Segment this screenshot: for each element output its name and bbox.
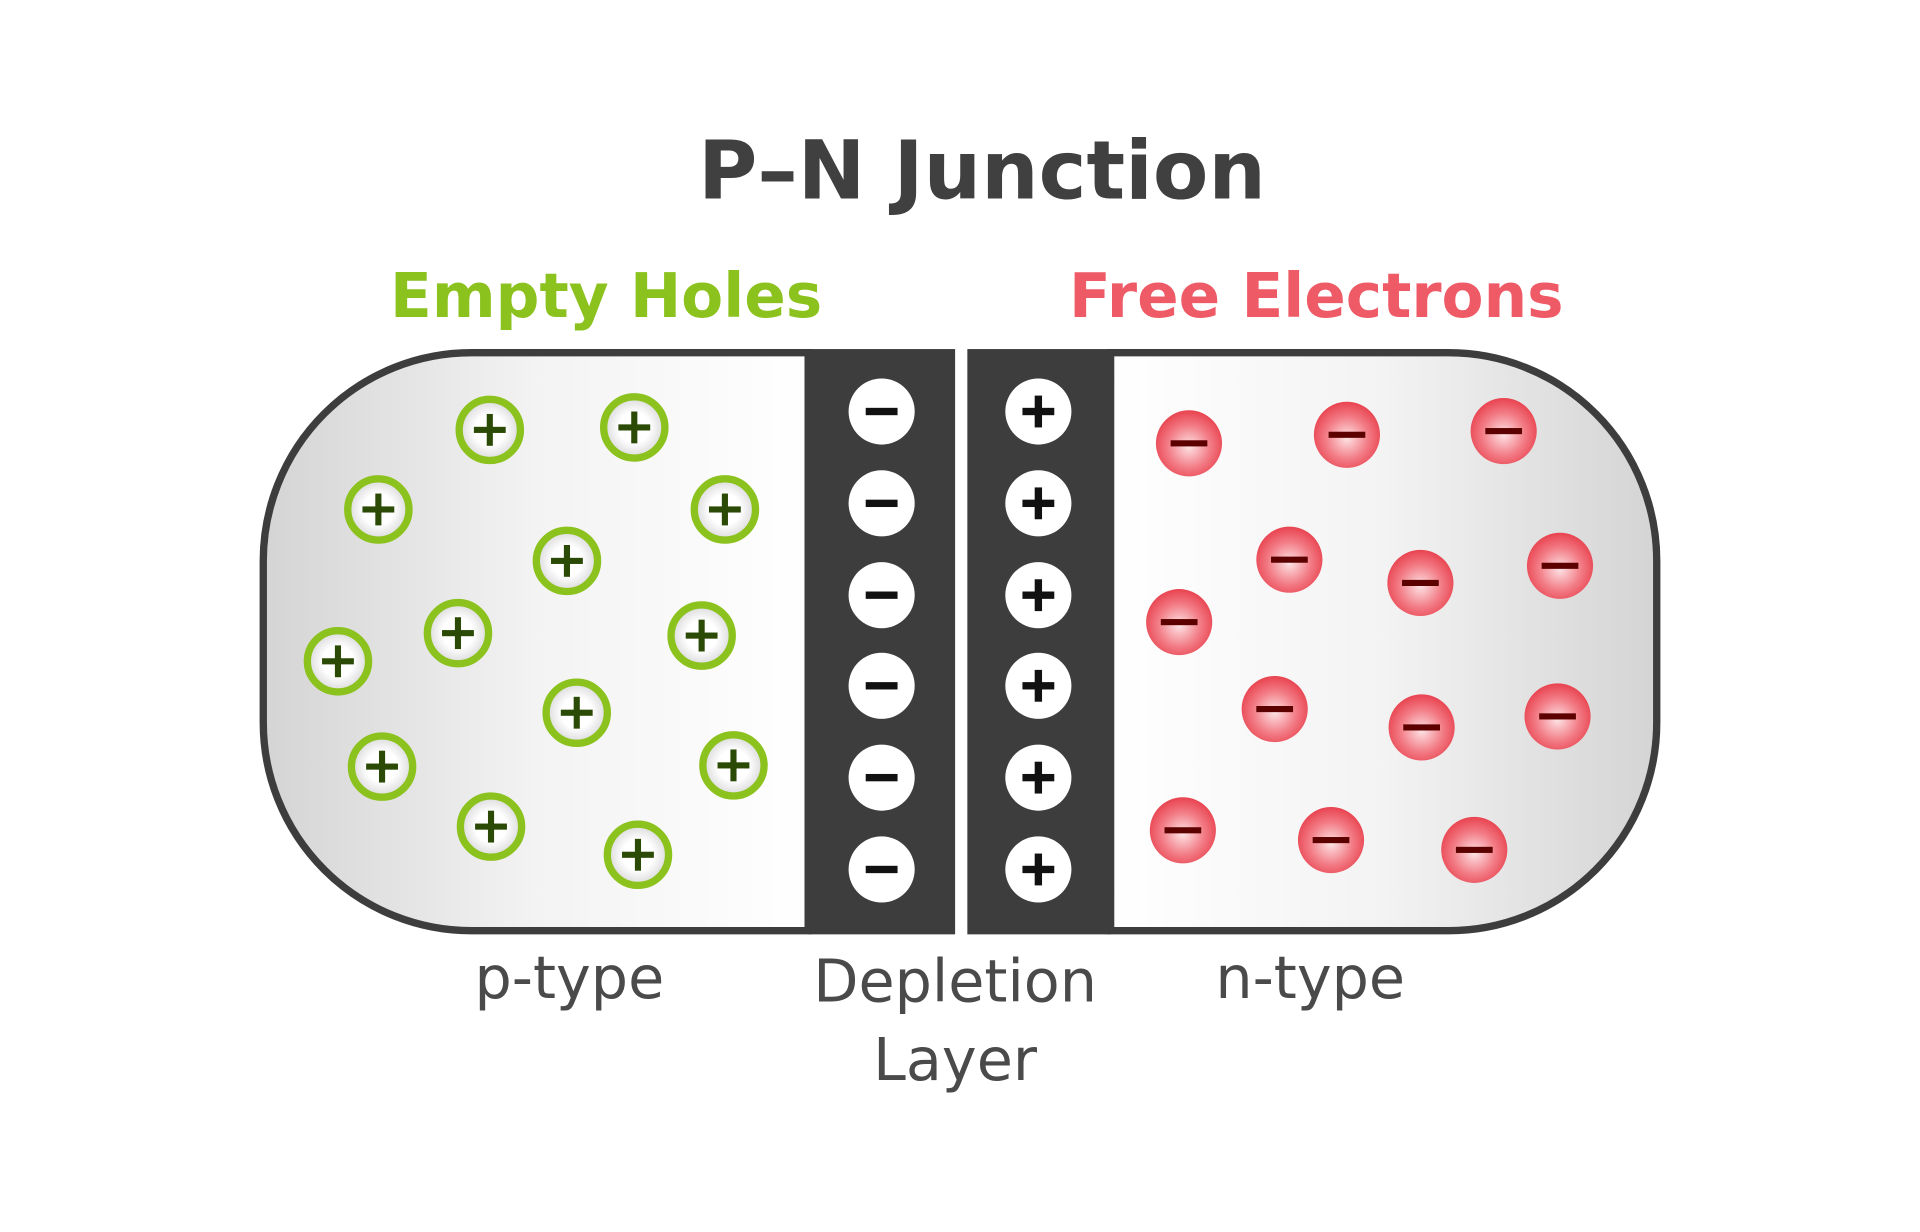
minus-sign-icon (865, 591, 898, 599)
positive-ion (1005, 652, 1072, 719)
electron-particle (1387, 549, 1454, 616)
plus-sign-icon (685, 619, 718, 652)
holes-heading: Empty Holes (390, 261, 822, 332)
plus-sign-icon (1022, 395, 1055, 428)
minus-sign-icon (865, 773, 898, 782)
electron-particle (1470, 398, 1537, 465)
plus-sign-icon (1022, 669, 1055, 702)
plus-sign-icon (442, 617, 474, 650)
hole-particle (667, 601, 736, 670)
electron-particle (1388, 694, 1455, 761)
plus-sign-icon (560, 696, 593, 729)
minus-sign-icon (1403, 724, 1440, 731)
minus-sign-icon (1164, 827, 1202, 834)
hole-particle (303, 627, 373, 696)
electron-particle (1526, 532, 1594, 599)
plus-sign-icon (1022, 487, 1055, 520)
electron-particle (1297, 807, 1365, 874)
electron-particle (1155, 410, 1223, 477)
minus-sign-icon (865, 499, 898, 508)
positive-ion (1005, 470, 1072, 537)
depletion-label-line2: Layer (873, 1025, 1038, 1094)
plus-sign-icon (366, 750, 398, 783)
n-type-region (1106, 349, 1661, 935)
hole-particle (542, 678, 612, 748)
plus-sign-icon (475, 810, 507, 843)
negative-ion (848, 562, 915, 629)
n-type-label: n-type (1215, 943, 1405, 1012)
electron-particle (1146, 589, 1213, 656)
plus-sign-icon (618, 411, 651, 444)
electron-particle (1241, 676, 1308, 743)
minus-sign-icon (1402, 579, 1439, 586)
negative-ion (848, 378, 915, 445)
positive-ion (1005, 562, 1072, 629)
negative-ion (848, 744, 915, 811)
plus-sign-icon (1022, 761, 1055, 794)
minus-sign-icon (1539, 713, 1576, 720)
minus-sign-icon (1170, 440, 1208, 447)
plus-sign-icon (322, 645, 354, 678)
plus-sign-icon (717, 749, 750, 782)
minus-sign-icon (1160, 619, 1198, 626)
hole-particle (603, 820, 673, 890)
electron-particle (1256, 526, 1323, 593)
negative-ion (848, 652, 915, 719)
electron-particle (1524, 683, 1591, 750)
electron-particle (1149, 797, 1216, 864)
minus-sign-icon (1271, 556, 1308, 563)
minus-sign-icon (865, 682, 898, 690)
negative-ion (848, 836, 915, 903)
hole-particle (690, 475, 760, 544)
page-title: P–N Junction (698, 124, 1266, 218)
p-type-label: p-type (474, 943, 664, 1012)
plus-sign-icon (708, 493, 741, 526)
positive-ion (1005, 744, 1072, 811)
hole-particle (455, 395, 525, 465)
plus-sign-icon (1022, 853, 1055, 886)
electron-particle (1441, 816, 1508, 883)
hole-particle (347, 732, 417, 801)
minus-sign-icon (1541, 562, 1579, 569)
plus-sign-icon (473, 413, 506, 446)
minus-sign-icon (865, 407, 898, 416)
negative-ion (848, 470, 915, 537)
plus-sign-icon (551, 544, 583, 577)
minus-sign-icon (1256, 706, 1294, 713)
positive-ion (1005, 836, 1072, 903)
hole-particle (699, 731, 768, 800)
plus-sign-icon (622, 838, 654, 871)
hole-particle (423, 598, 493, 668)
minus-sign-icon (1328, 431, 1366, 438)
minus-sign-icon (865, 865, 898, 874)
minus-sign-icon (1455, 846, 1493, 853)
hole-particle (344, 475, 413, 544)
electrons-heading: Free Electrons (1069, 261, 1564, 332)
positive-ion (1005, 378, 1072, 445)
hole-particle (600, 393, 669, 462)
depletion-label-line1: Depletion (813, 947, 1097, 1016)
minus-sign-icon (1485, 428, 1523, 435)
plus-sign-icon (362, 493, 395, 526)
plus-sign-icon (1022, 579, 1055, 612)
hole-particle (456, 792, 526, 861)
electron-particle (1313, 401, 1380, 468)
minus-sign-icon (1312, 837, 1350, 844)
hole-particle (532, 526, 602, 596)
